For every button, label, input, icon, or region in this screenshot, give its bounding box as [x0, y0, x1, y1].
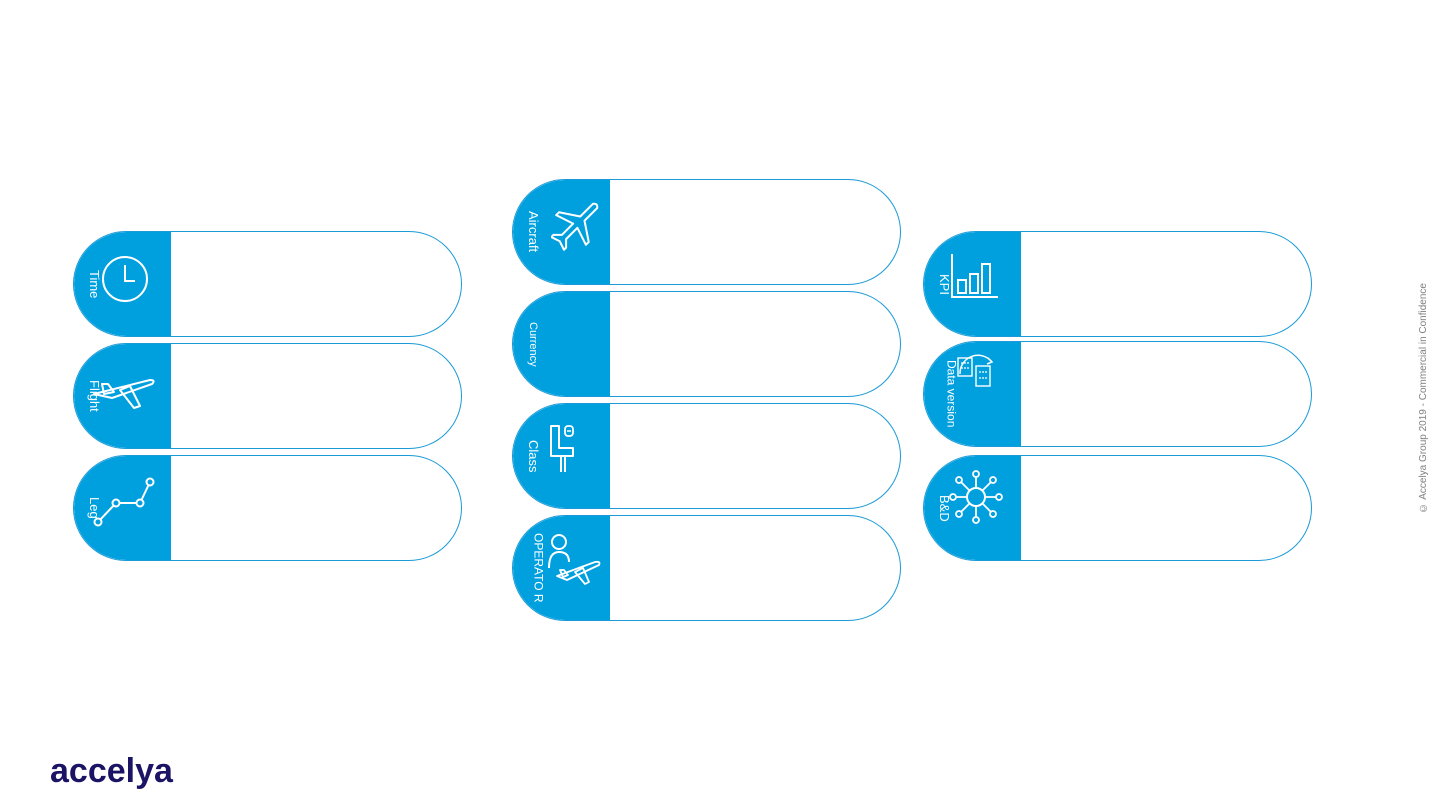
operator-card[interactable]: OPERATO R: [512, 515, 901, 621]
route-icon: [93, 477, 155, 527]
aircraft-label: Aircraft: [526, 211, 541, 253]
network-icon: [949, 470, 1003, 524]
time-tab: [74, 232, 171, 336]
leg-card[interactable]: Leg: [73, 455, 462, 561]
database-refresh-icon: [957, 354, 994, 387]
seat-icon: [550, 425, 574, 472]
copyright-text: © Accelya Group 2019 - Commercial in Con…: [1418, 283, 1429, 513]
flight-label: Flight: [87, 380, 102, 412]
kpi-tab: [924, 232, 1021, 336]
data-version-label: Data version: [944, 360, 959, 428]
aircraft-card[interactable]: Aircraft: [512, 179, 901, 285]
class-card[interactable]: Class: [512, 403, 901, 509]
aircraft-tab: [513, 180, 610, 284]
class-label: Class: [526, 439, 541, 473]
time-label: Time: [87, 269, 102, 299]
leg-label: Leg: [87, 497, 102, 519]
accelya-logo: accelya: [50, 752, 173, 790]
data-version-card[interactable]: Data version: [923, 341, 1312, 447]
airplane-icon: [551, 202, 599, 251]
bar-chart-icon: [951, 254, 998, 298]
clock-icon: [102, 256, 148, 302]
operator-icon: [548, 534, 601, 585]
flight-tab: [74, 344, 171, 448]
bd-label: B&D: [937, 494, 952, 522]
kpi-card[interactable]: KPI: [923, 231, 1312, 337]
currency-tab: [513, 292, 610, 396]
bd-card[interactable]: B&D: [923, 455, 1312, 561]
currency-card[interactable]: Currency: [512, 291, 901, 397]
leg-tab: [74, 456, 171, 560]
currency-label: Currency: [527, 321, 539, 367]
airplane-icon: [93, 379, 155, 409]
flight-card[interactable]: Flight: [73, 343, 462, 449]
kpi-label: KPI: [937, 273, 952, 295]
time-card[interactable]: Time: [73, 231, 462, 337]
operator-label: OPERATO R: [531, 533, 546, 603]
